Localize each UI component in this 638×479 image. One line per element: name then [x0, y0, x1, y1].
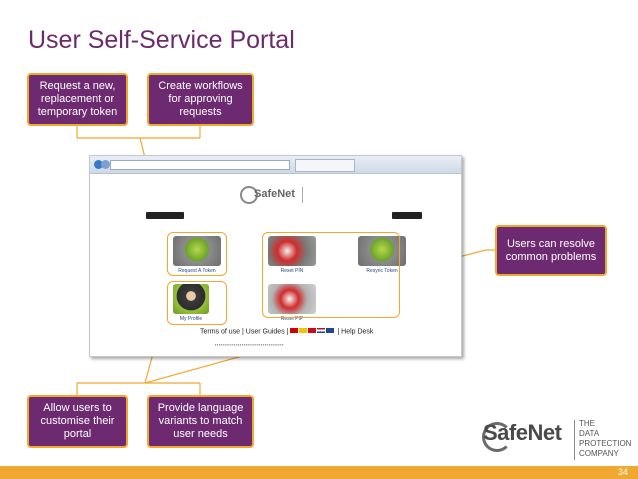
copyright-text: ▪▪▪▪▪▪▪▪▪▪▪▪▪▪▪▪▪▪▪▪▪▪▪▪▪▪▪▪▪▪▪▪▪▪▪▪	[215, 342, 285, 347]
safenet-logo-text: SafeNet	[483, 420, 562, 445]
back-icon[interactable]	[94, 160, 103, 169]
tile-label: Reset PIP	[280, 316, 304, 322]
logo-mini-text: SafeNet	[254, 188, 295, 200]
sign-in-button[interactable]	[392, 212, 422, 219]
highlight-request-token	[167, 232, 227, 276]
language-flags[interactable]	[290, 328, 335, 335]
bottom-bar: 34	[0, 466, 638, 479]
slide-title: User Self-Service Portal	[28, 26, 295, 54]
browser-tab[interactable]	[295, 159, 355, 172]
portal-screenshot: SafeNet Request A Token Reset PIN Resync…	[89, 155, 462, 357]
terms-link[interactable]: Terms of use	[200, 328, 241, 336]
tile-label: Resync Token	[366, 268, 398, 274]
callout-customise-portal: Allow users to customise their portal	[27, 395, 128, 448]
tile-reset-pin[interactable]	[268, 236, 316, 266]
address-bar[interactable]	[110, 160, 290, 170]
safenet-logo-mini: SafeNet	[240, 184, 326, 206]
flag-icon[interactable]	[299, 328, 308, 333]
forward-icon[interactable]	[101, 160, 110, 169]
tile-reset-pip[interactable]	[268, 284, 316, 314]
flag-icon[interactable]	[308, 328, 317, 333]
help-desk-link[interactable]: Help Desk	[341, 328, 374, 336]
callout-language-variants: Provide language variants to match user …	[147, 395, 254, 448]
tile-label: Reset PIN	[280, 268, 304, 274]
user-guides-link[interactable]: User Guides	[245, 328, 285, 336]
flag-icon[interactable]	[326, 328, 335, 333]
highlight-my-profile	[167, 281, 227, 325]
tile-request-token[interactable]	[173, 236, 221, 266]
callout-workflows: Create workflows for approving requests	[147, 73, 254, 126]
callout-resolve-problems: Users can resolve common problems	[495, 225, 607, 276]
safenet-tagline: THE DATA PROTECTION COMPANY	[579, 419, 632, 458]
flag-icon[interactable]	[317, 328, 326, 333]
tile-label: Request A Token	[178, 268, 216, 274]
tile-my-profile[interactable]	[173, 284, 209, 314]
safenet-brand: SafeNet THE DATA PROTECTION COMPANY	[482, 418, 633, 464]
tile-label: My Profile	[179, 316, 203, 322]
safenet-logo-ring-icon	[482, 422, 512, 452]
highlight-resolve-group	[262, 232, 400, 318]
portal-footer-links: Terms of use | User Guides | | Help Desk	[200, 328, 374, 336]
page-number: 34	[617, 467, 628, 477]
browser-toolbar	[90, 156, 461, 174]
callout-request-token: Request a new, replacement or temporary …	[27, 73, 128, 126]
flag-icon[interactable]	[290, 328, 299, 333]
home-button[interactable]	[146, 212, 184, 219]
tile-resync-token[interactable]	[358, 236, 406, 266]
logo-ring-icon	[240, 186, 258, 204]
